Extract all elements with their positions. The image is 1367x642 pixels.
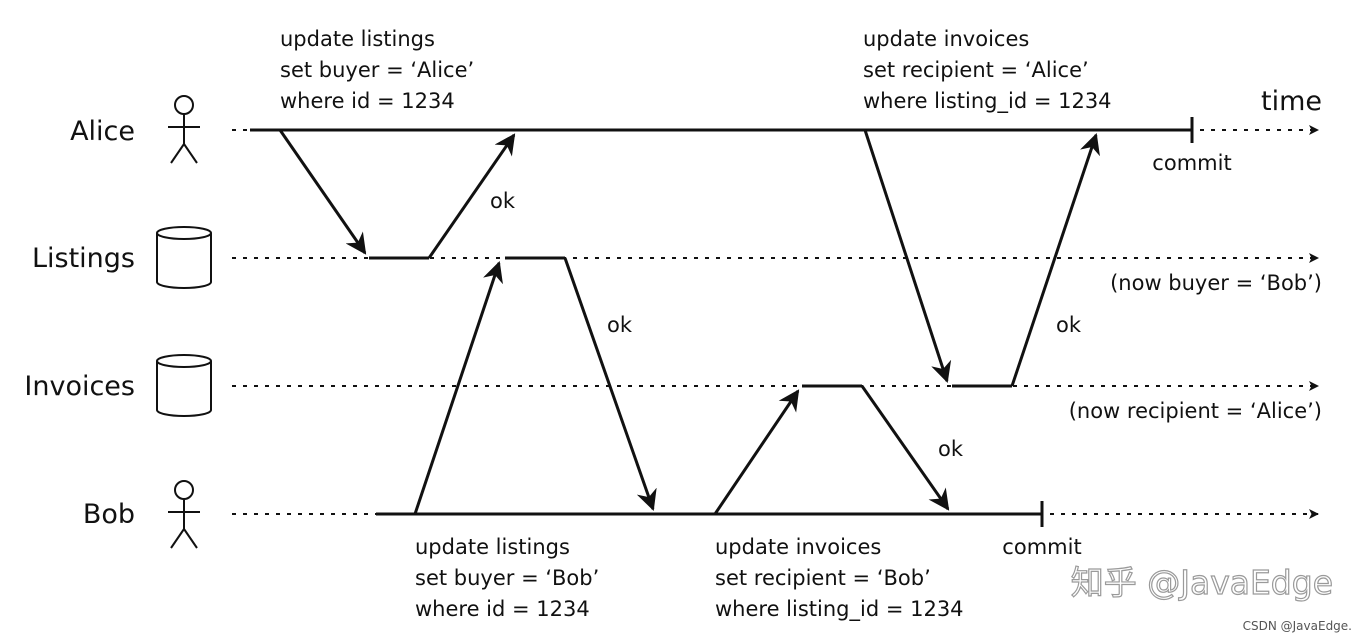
ok-label-invoices-alice: ok — [1056, 313, 1082, 337]
alice-listings-note: update listings set buyer = ‘Alice’ wher… — [280, 27, 474, 113]
invoices-ok-to-alice-arrow — [1010, 133, 1100, 387]
listings-database-icon — [156, 226, 212, 289]
invoices-state-label: (now recipient = ‘Alice’) — [1069, 399, 1322, 423]
actor-label-invoices: Invoices — [24, 371, 135, 402]
bob-update-listings-arrow — [413, 261, 503, 515]
actor-label-bob: Bob — [83, 499, 135, 530]
svg-text:where id = 1234: where id = 1234 — [415, 597, 590, 621]
alice-commit-label: commit — [1152, 151, 1231, 175]
alice-timeline — [232, 117, 1319, 143]
svg-text:update listings: update listings — [280, 27, 435, 51]
listings-ok-to-alice-arrow — [427, 133, 516, 259]
alice-person-icon — [168, 95, 200, 164]
ok-label-listings-alice: ok — [490, 189, 516, 213]
svg-text:set recipient = ‘Alice’: set recipient = ‘Alice’ — [863, 58, 1089, 82]
actor-label-alice: Alice — [70, 116, 135, 147]
invoices-ok-to-bob-arrow — [860, 385, 950, 511]
svg-text:where listing_id = 1234: where listing_id = 1234 — [715, 597, 964, 622]
bob-update-invoices-arrow — [713, 389, 800, 515]
svg-text:where id = 1234: where id = 1234 — [280, 89, 455, 113]
ok-label-invoices-bob: ok — [938, 437, 964, 461]
alice-update-listings-arrow — [278, 129, 367, 255]
bob-person-icon — [168, 480, 200, 549]
zhihu-watermark: 知乎 @JavaEdge — [1071, 563, 1333, 602]
alice-invoices-note: update invoices set recipient = ‘Alice’ … — [863, 27, 1112, 114]
alice-update-invoices-arrow — [863, 129, 952, 383]
invoices-database-icon — [156, 354, 212, 417]
bob-invoices-note: update invoices set recipient = ‘Bob’ wh… — [715, 535, 964, 622]
bob-timeline — [232, 501, 1319, 527]
svg-text:set buyer = ‘Bob’: set buyer = ‘Bob’ — [415, 566, 599, 590]
listings-state-label: (now buyer = ‘Bob’) — [1110, 271, 1322, 295]
csdn-watermark: CSDN @JavaEdge. — [1243, 619, 1352, 633]
svg-text:update invoices: update invoices — [715, 535, 881, 559]
svg-text:update listings: update listings — [415, 535, 570, 559]
time-axis-label: time — [1261, 86, 1322, 117]
svg-text:update invoices: update invoices — [863, 27, 1029, 51]
ok-label-listings-bob: ok — [607, 313, 633, 337]
actor-label-listings: Listings — [32, 243, 135, 274]
svg-text:set buyer = ‘Alice’: set buyer = ‘Alice’ — [280, 58, 474, 82]
svg-text:set recipient = ‘Bob’: set recipient = ‘Bob’ — [715, 566, 931, 590]
bob-listings-note: update listings set buyer = ‘Bob’ where … — [415, 535, 599, 621]
listings-ok-to-bob-arrow — [563, 257, 657, 511]
svg-text:where listing_id = 1234: where listing_id = 1234 — [863, 89, 1112, 114]
bob-commit-label: commit — [1002, 535, 1081, 559]
